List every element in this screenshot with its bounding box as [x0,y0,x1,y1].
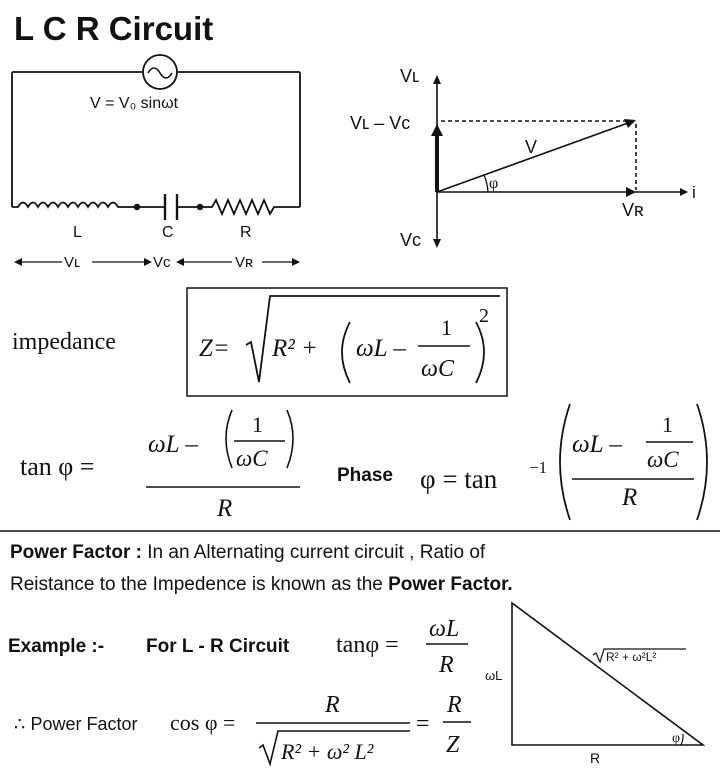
paren-left [225,409,233,469]
equals-sign: = [416,711,430,737]
therefore-power-factor: ∴ Power Factor [14,714,138,734]
phasor-vl-minus-vc-label: Vʟ – Vᴄ [350,113,410,133]
impedance-r2: R² + [271,335,318,362]
vr-span-label: Vʀ [235,254,253,271]
impedance-label: impedance [12,329,116,355]
impedance-numerator: 1 [441,315,452,340]
capacitor-label: C [162,224,174,241]
source-equation: V = V₀ sinωt [90,95,179,112]
paren-right [475,321,485,384]
phase-omega-l: ωL – [572,431,622,458]
paren-left [559,403,571,521]
phasor-diagram [431,75,688,248]
tan-omega-c: ωC [236,446,268,471]
paren-right [286,409,294,469]
cos-numerator-r: R [324,692,340,718]
node-dot [196,203,204,211]
tan-omega-l: ωL – [148,431,198,458]
triangle-side-label: ωL [485,668,502,683]
power-factor-line1: Power Factor : In an Alternating current… [10,542,486,563]
example-omega-l: ωL [429,616,459,642]
node-dot [133,203,141,211]
impedance-triangle [511,601,706,746]
phase-one: 1 [662,412,673,437]
inductor-label: L [73,224,82,241]
sqrt-sign [258,730,410,767]
sqrt-sign [245,295,500,383]
ratio-r: R [446,692,462,718]
phasor-vc-label: Vᴄ [400,230,421,250]
resistor-label: R [240,224,252,241]
tan-one: 1 [252,412,263,437]
example-lr: L - R [182,636,224,657]
phase-omega-c: ωC [647,447,679,472]
power-factor-text2: Reistance to the Impedence is known as t… [10,574,388,595]
example-for: For [146,636,182,657]
example-for-text: For L - R Circuit [146,636,290,657]
impedance-box [186,287,508,397]
phase-lhs: φ = tan [420,464,498,494]
phasor-v-label: V [525,137,537,157]
triangle-hypotenuse-label: R² + ω²L² [606,650,656,664]
triangle-angle-label: φ [672,731,680,746]
triangle-sqrt-sign [592,648,686,664]
phase-denominator-r: R [621,484,637,511]
power-factor-text1: In an Alternating current circuit , Rati… [142,542,486,563]
example-label: Example :- [8,636,104,657]
impedance-exponent: 2 [479,305,489,327]
page-title: L C R Circuit [14,10,213,47]
paren-right [696,403,708,521]
impedance-z: Z= [199,335,230,362]
tan-denominator-r: R [216,495,232,522]
paren-left [341,321,351,384]
vl-span-label: Vʟ [64,254,80,271]
cos-phi-lhs: cos φ = [170,710,235,735]
power-factor-bold-end: Power Factor. [388,574,513,595]
phase-inverse-exponent: −1 [529,458,547,477]
example-r: R [438,652,454,678]
vc-span-label: Vᴄ [153,254,171,271]
phasor-phi-label: φ [489,175,498,192]
ratio-z: Z [446,732,460,758]
ac-source-icon [142,54,178,90]
triangle-base-label: R [590,750,600,766]
phasor-vl-label: Vʟ [400,66,419,86]
power-factor-heading: Power Factor : [10,542,142,563]
impedance-denominator: ωC [421,356,455,382]
power-factor-line2: Reistance to the Impedence is known as t… [10,574,513,595]
impedance-omega-l: ωL – [356,335,406,362]
example-tan-eq: tanφ = [336,632,399,658]
phasor-i-label: i [692,183,696,202]
cos-denominator: R² + ω² L² [280,739,374,764]
phase-label: Phase [337,465,393,486]
tan-phi-lhs: tan φ = [20,452,94,481]
voltage-span-arrows [14,258,300,266]
phasor-vr-label: Vʀ [622,200,644,220]
example-circuit-word: Circuit [224,636,290,657]
